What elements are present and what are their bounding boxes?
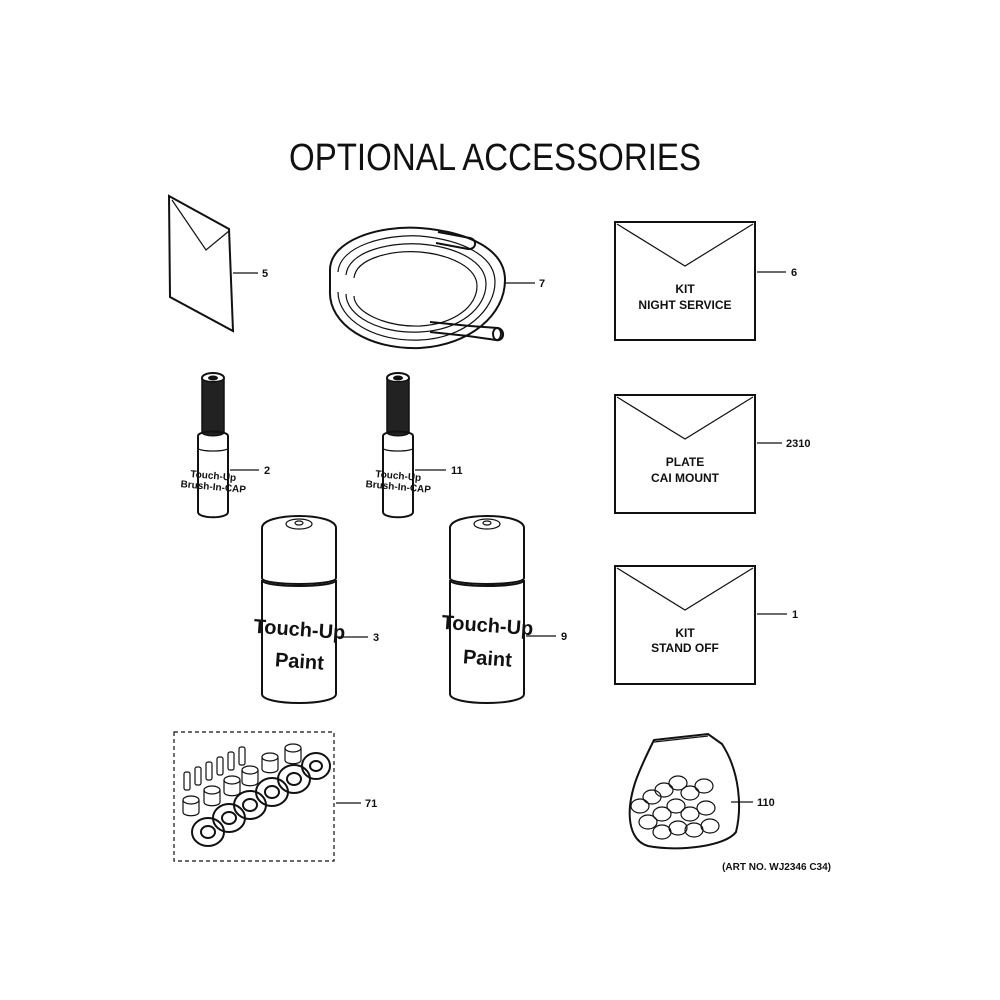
envelope-1-line2: STAND OFF	[651, 641, 719, 655]
folded-manual-icon[interactable]	[167, 194, 235, 333]
envelope-1-line1: KIT	[675, 626, 695, 640]
can-9-line2: Paint	[462, 646, 513, 671]
callout-2310: 2310	[786, 438, 810, 450]
callout-3: 3	[373, 632, 379, 644]
callout-9: 9	[561, 631, 567, 643]
art-number: (ART NO. WJ2346 C34)	[722, 862, 831, 873]
paint-pen-icon[interactable]	[382, 372, 414, 519]
callout-11: 11	[451, 465, 463, 477]
envelope-icon[interactable]	[614, 565, 756, 685]
callout-1: 1	[792, 609, 798, 621]
spray-can-icon[interactable]	[449, 515, 525, 704]
callout-5: 5	[262, 268, 268, 280]
callout-71: 71	[365, 798, 377, 810]
pen-2-sublabel: Brush-In-CAP	[180, 479, 247, 496]
can-3-line1: Touch-Up	[253, 616, 346, 644]
envelope-icon[interactable]	[614, 394, 756, 514]
envelope-6-line1: KIT	[675, 282, 695, 296]
can-9-line1: Touch-Up	[441, 612, 534, 640]
coiled-tube-icon[interactable]	[328, 226, 507, 350]
pen-2-label: Touch-Up	[190, 469, 237, 484]
screw-bag-icon[interactable]	[628, 732, 741, 850]
callout-7: 7	[539, 278, 545, 290]
pen-11-label: Touch-Up	[375, 469, 422, 484]
callout-2: 2	[264, 465, 270, 477]
page-title: OPTIONAL ACCESSORIES	[289, 137, 701, 179]
grommets-icon[interactable]	[173, 731, 335, 862]
can-3-line2: Paint	[274, 649, 325, 674]
envelope-2310-line2: CAI MOUNT	[651, 471, 720, 485]
paint-pen-icon[interactable]	[197, 372, 229, 519]
callout-6: 6	[791, 267, 797, 279]
pen-11-sublabel: Brush-In-CAP	[365, 479, 432, 496]
envelope-icon[interactable]	[614, 221, 756, 341]
envelope-2310-line1: PLATE	[666, 455, 704, 469]
callout-110: 110	[757, 797, 775, 809]
spray-can-icon[interactable]	[261, 515, 337, 704]
envelope-6-line2: NIGHT SERVICE	[638, 298, 731, 312]
